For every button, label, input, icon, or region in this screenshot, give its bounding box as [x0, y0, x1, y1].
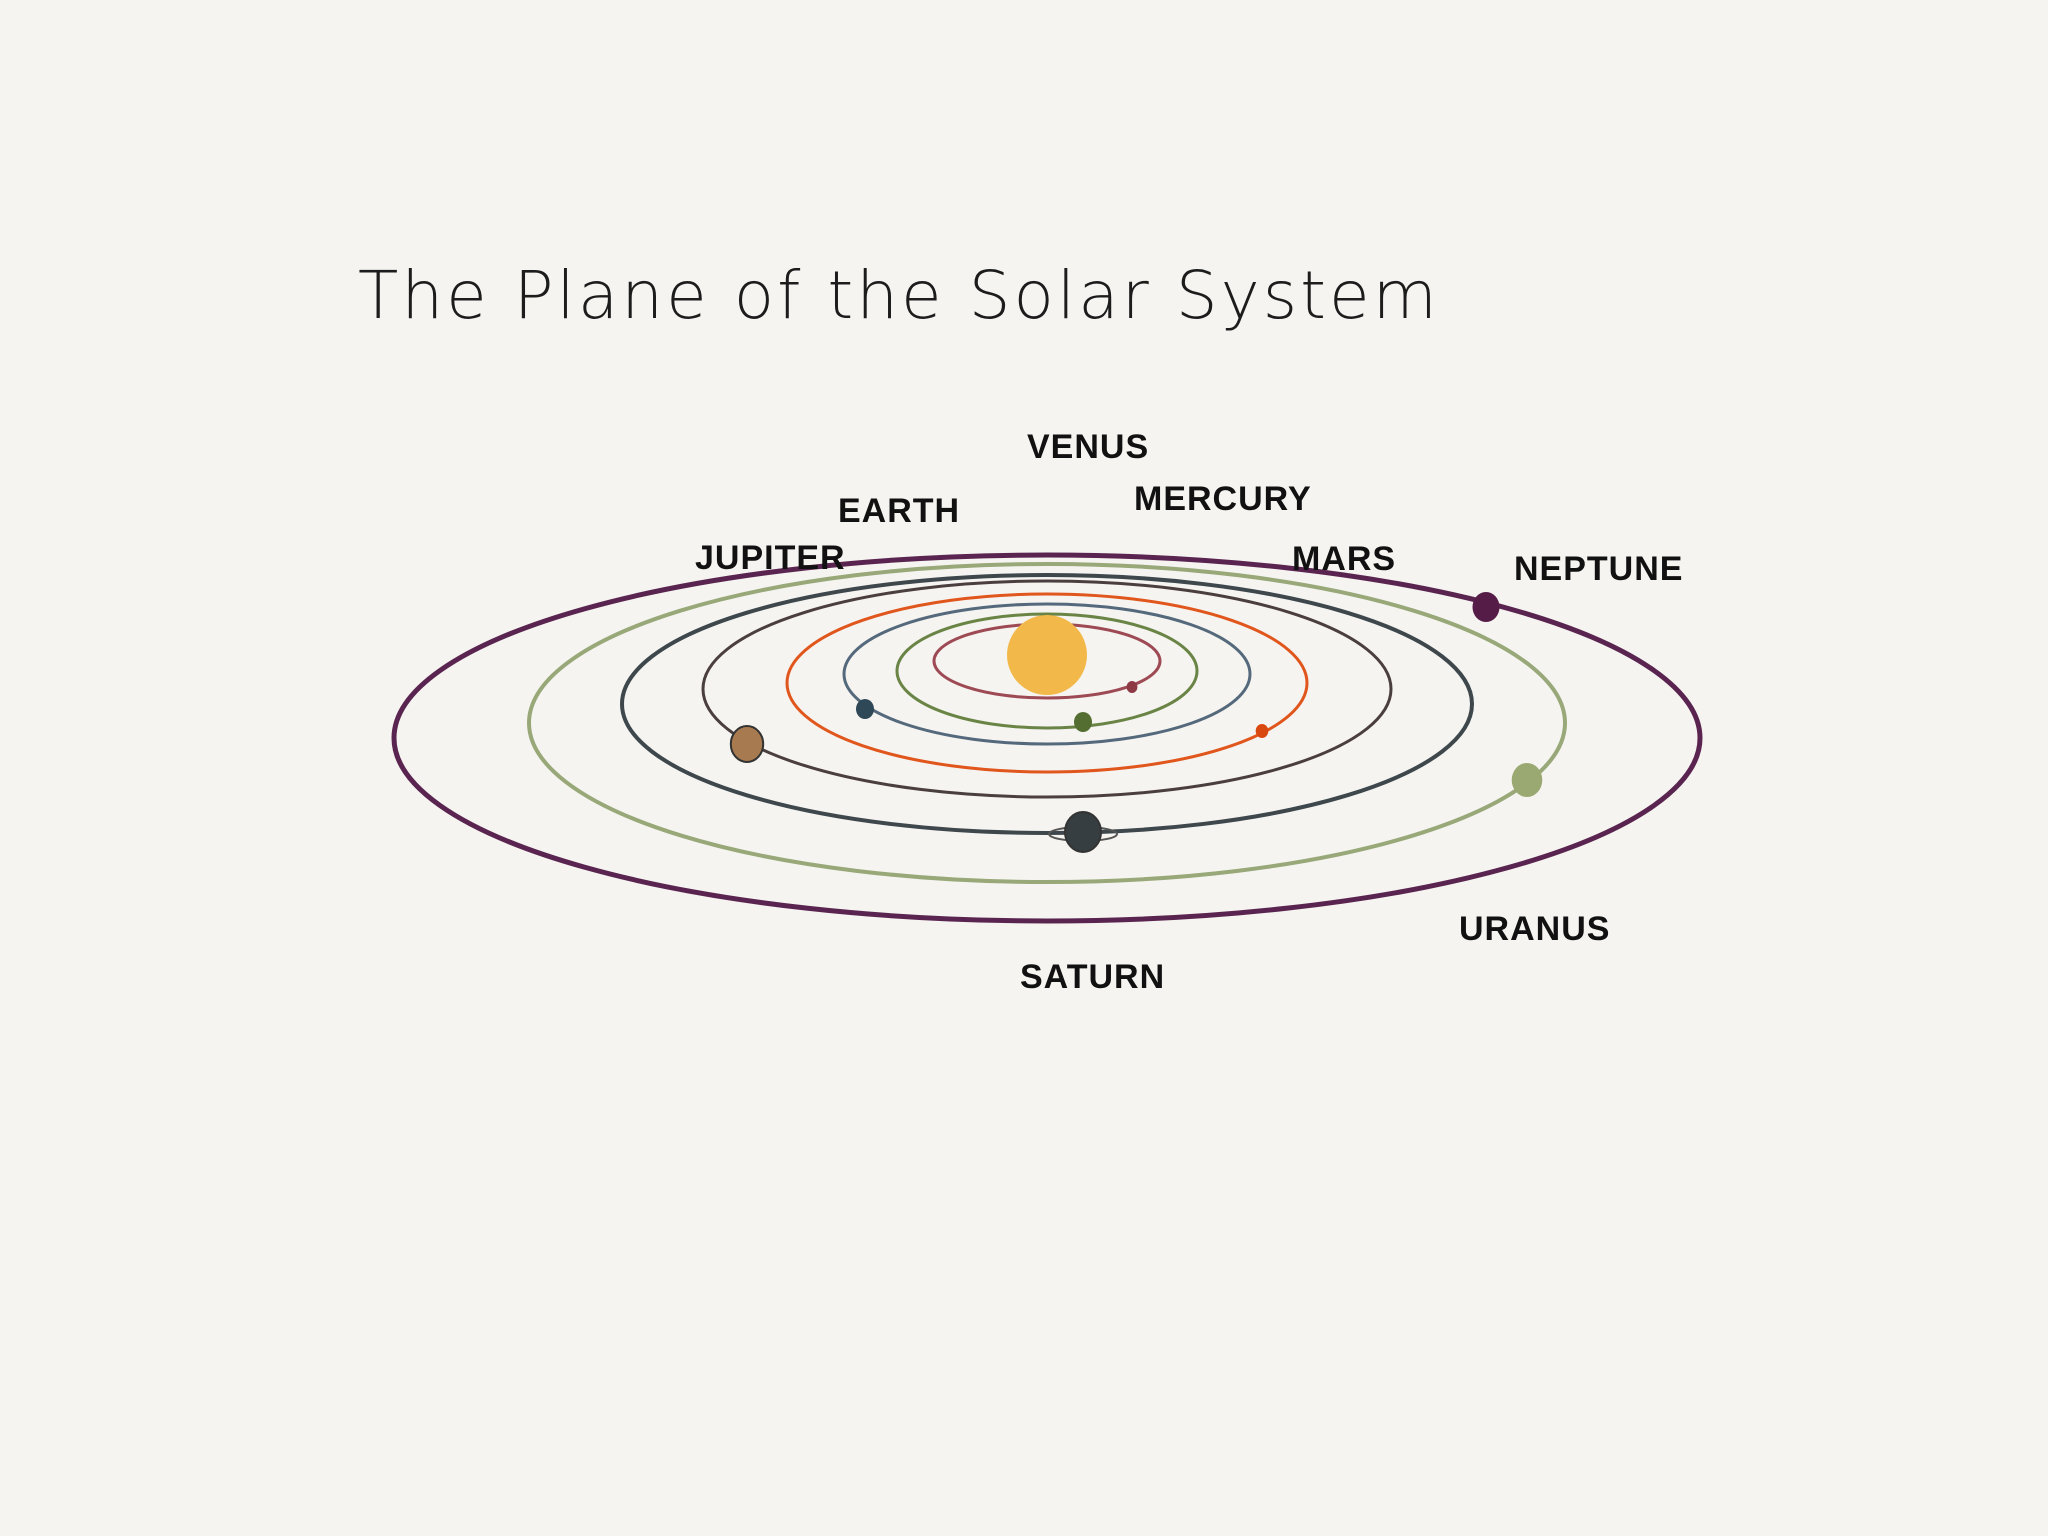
saturn-planet — [1064, 811, 1102, 853]
orbits — [391, 552, 1703, 924]
neptune-label: NEPTUNE — [1514, 550, 1683, 588]
uranus-label: URANUS — [1459, 910, 1610, 948]
mars-label: MARS — [1292, 540, 1396, 578]
jupiter-orbit — [701, 579, 1393, 799]
uranus-planet — [1511, 763, 1543, 797]
jupiter-label: JUPITER — [695, 539, 846, 577]
venus-planet — [1074, 712, 1092, 732]
diagram-title: The Plane of the Solar System — [358, 257, 1440, 334]
mercury-label: MERCURY — [1134, 480, 1312, 518]
earth-orbit — [842, 602, 1252, 746]
neptune-planet — [1472, 592, 1500, 622]
jupiter-planet — [729, 725, 765, 763]
venus-label: VENUS — [1027, 428, 1149, 466]
venus-orbit — [895, 612, 1199, 730]
earth-label: EARTH — [838, 492, 960, 530]
planets — [729, 592, 1543, 853]
saturn-orbit — [620, 573, 1474, 835]
neptune-orbit — [391, 552, 1703, 924]
sun — [1007, 615, 1087, 695]
uranus-orbit — [527, 562, 1567, 884]
mars-orbit — [785, 592, 1309, 774]
planet-labels: MERCURY VENUS EARTH MARS JUPITER SATURN URANUS… — [695, 428, 1683, 996]
saturn-label: SATURN — [1020, 958, 1165, 996]
mars-planet — [1255, 724, 1269, 738]
mercury-planet — [1126, 681, 1138, 693]
earth-planet — [856, 699, 874, 719]
